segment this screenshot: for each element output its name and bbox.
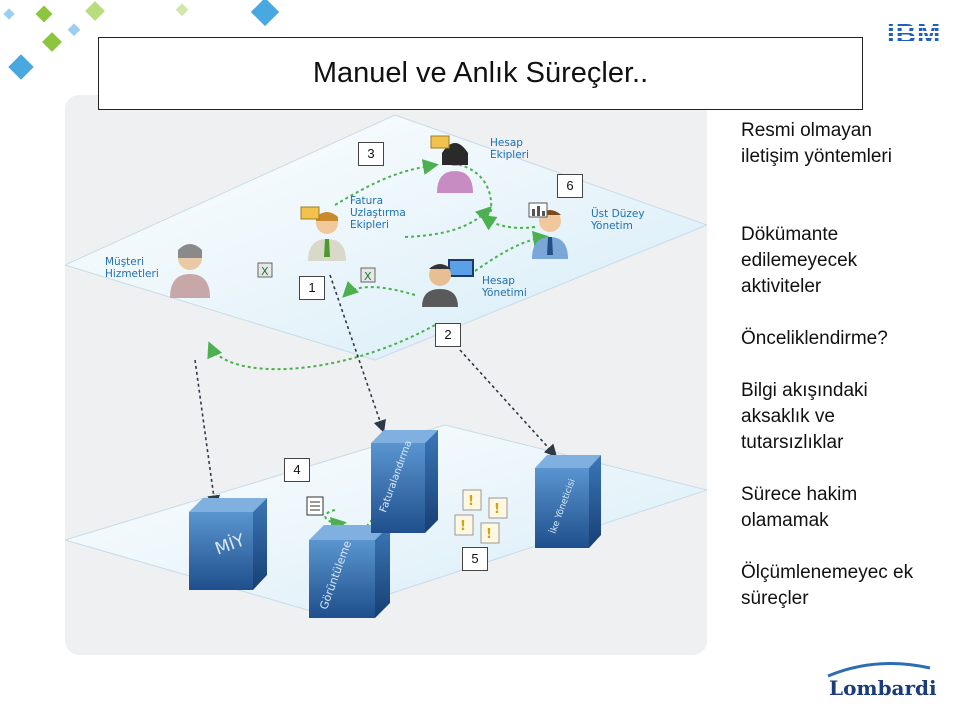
process-diagram: X X ! ! ! !	[65, 95, 707, 655]
cube-ikeyonetici	[535, 455, 601, 548]
svg-text:!: !	[468, 494, 474, 509]
page-title: Manuel ve Anlık Süreçler..	[98, 37, 863, 110]
cube-goruntuleme	[309, 525, 390, 618]
cube-faturalandirma	[371, 430, 438, 533]
person-fatura	[308, 212, 346, 261]
excel-icon-2: X	[360, 267, 376, 283]
bullet-3: Önceliklendirme?	[741, 328, 888, 349]
folder-icon-2	[430, 135, 450, 149]
step-6: 6	[557, 174, 583, 198]
svg-text:!: !	[460, 519, 466, 534]
svg-text:X: X	[364, 270, 372, 283]
label-ust-duzey: Üst Düzey Yönetim	[591, 208, 645, 232]
dark-flows	[194, 274, 558, 509]
person-musteri	[170, 244, 210, 298]
bullet-2: Dökümante edilemeyecek aktiviteler	[741, 224, 858, 297]
folder-icon-1	[300, 206, 320, 220]
upper-plane	[65, 114, 707, 361]
step-1: 1	[299, 276, 325, 300]
ibm-logo: IBM	[887, 18, 942, 49]
step-4: 4	[284, 458, 310, 482]
step-3: 3	[358, 142, 384, 166]
chart-icon	[528, 202, 548, 218]
diagram-canvas: X X ! ! ! !	[65, 114, 707, 618]
bullet-1: Resmi olmayan iletişim yöntemleri	[741, 120, 892, 167]
svg-text:!: !	[494, 502, 500, 517]
cube-miy	[189, 498, 267, 590]
bullet-6: Ölçümlenemeyec ek süreçler	[741, 562, 914, 609]
person-hesap-ekip	[437, 143, 473, 193]
label-hesap-yon: Hesap Yönetimi	[482, 275, 527, 299]
lombardi-logo: Lombardi	[829, 676, 937, 700]
excel-icon-1: X	[257, 262, 273, 278]
lombardi-swoosh	[827, 662, 931, 678]
document-icon	[306, 496, 324, 516]
step-5: 5	[462, 547, 488, 571]
person-hesap-yon	[422, 259, 474, 307]
label-musteri: Müşteri Hizmetleri	[105, 256, 159, 280]
step-2: 2	[435, 323, 461, 347]
title-text: Manuel ve Anlık Süreçler..	[312, 57, 649, 89]
decorative-diamonds	[3, 0, 280, 80]
svg-text:X: X	[261, 265, 269, 278]
label-hesap-ekip: Hesap Ekipleri	[490, 137, 529, 161]
bullet-5: Sürece hakim olamamak	[741, 484, 858, 531]
warning-icons: ! ! ! !	[454, 489, 508, 544]
bullet-4: Bilgi akışındaki aksaklık ve tutarsızlık…	[741, 380, 868, 453]
label-fatura: Fatura Uzlaştırma Ekipleri	[350, 195, 406, 231]
svg-text:!: !	[486, 527, 492, 542]
